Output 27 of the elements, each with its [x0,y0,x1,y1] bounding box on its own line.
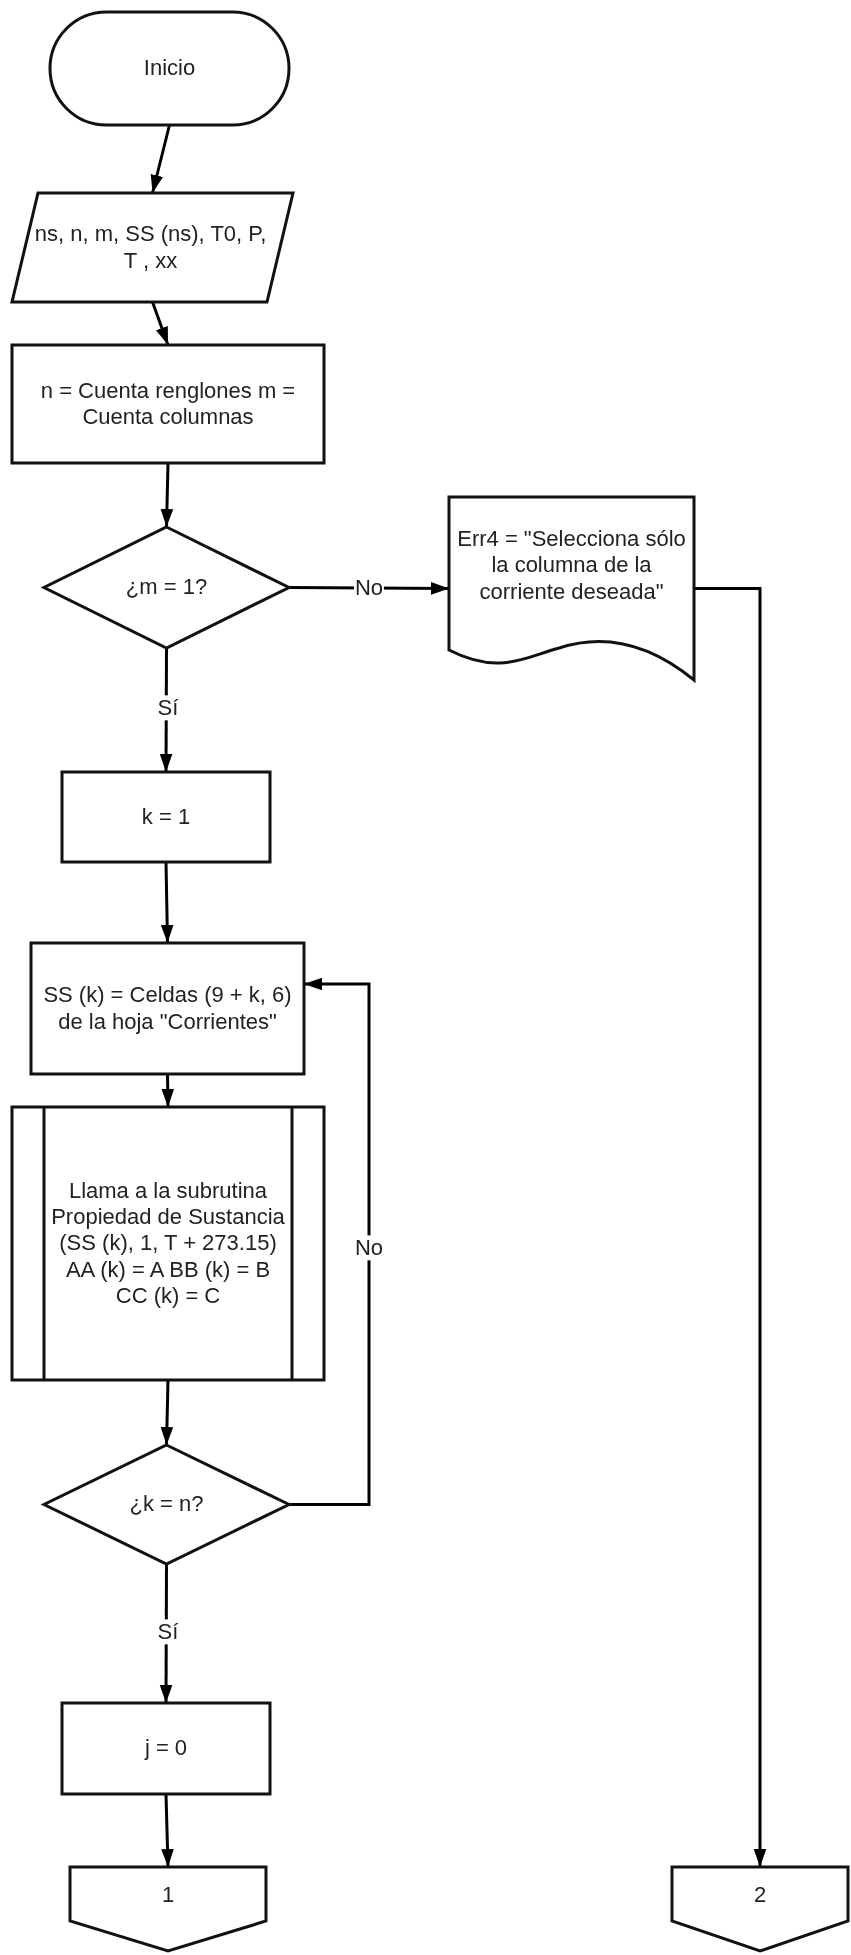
node-text: 2 [753,1881,767,1909]
arrow [694,587,767,1867]
process-box [31,943,304,1074]
node-text: j = 0 [144,1735,188,1762]
node-text: k = 1 [141,803,191,831]
process-box [62,1703,270,1794]
edge-label: No [353,1235,385,1261]
arrow [160,1379,174,1446]
input-parallelogram [12,193,293,302]
node-text: n = Cuenta renglones m = Cuenta columnas [39,377,297,431]
node-text: ¿k = n? [129,1491,204,1518]
process-box [62,772,270,862]
node-text: Inicio [143,55,196,82]
node-text: Err4 = "Selecciona sólo la columna de la corriente deseada" [456,525,687,606]
edge-label: Sí [156,1619,180,1645]
offpage-connector [70,1867,266,1951]
node-text: Llama a la subrutina Propiedad de Sustancia (SS (k), 1, T + 273.15) AA (k) = A BB (k) = B CC (k) = C [50,1177,286,1310]
offpage-connector [672,1867,848,1951]
start-terminal [50,12,289,125]
process-box [12,345,324,463]
subroutine-box [12,1107,324,1380]
edge-label: Sí [156,695,180,721]
node-text: 1 [161,1881,175,1909]
node-text: SS (k) = Celdas (9 + k, 6) de la hoja "Corrientes" [42,982,293,1035]
arrow [289,977,371,1506]
node-text: ns, n, m, SS (ns), T0, P, T , xx [34,221,267,274]
node-text: ¿m = 1? [125,574,208,601]
